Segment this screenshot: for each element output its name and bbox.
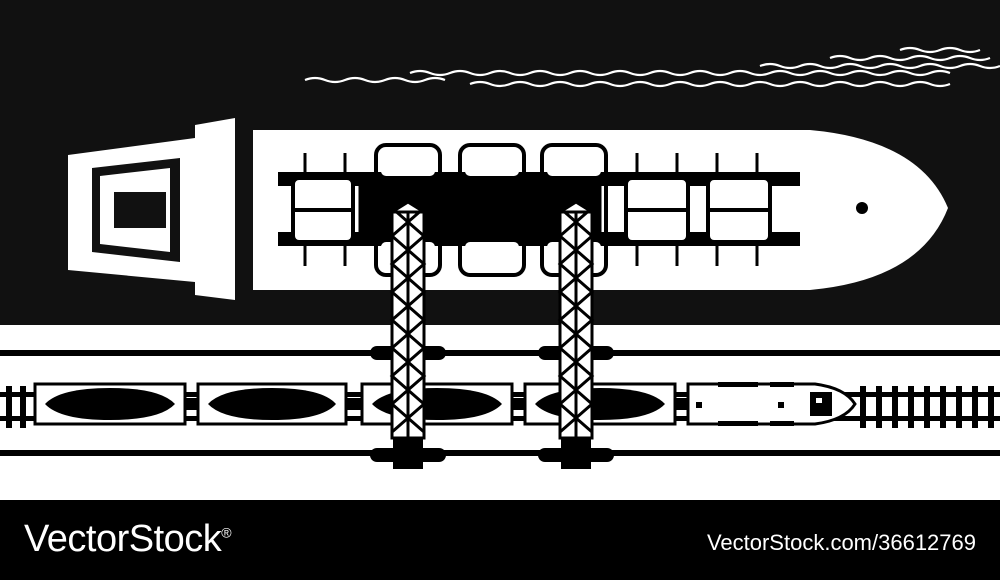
quay-lines (0, 350, 1000, 456)
image-id-text: VectorStock.com/36612769 (706, 530, 976, 555)
port-illustration (0, 0, 1000, 469)
vectorstock-logo-text: VectorStock (24, 518, 222, 560)
ship-containers (291, 176, 772, 244)
watermark-footer: VectorStock® VectorStock.com/36612769 (0, 500, 1000, 580)
locomotive (686, 382, 857, 426)
registered-mark: ® (221, 524, 232, 541)
freight-wagons (33, 382, 688, 426)
ship-stern (68, 118, 235, 300)
waves (304, 46, 1000, 88)
port-crane-right (538, 200, 614, 469)
ship-bow-marker (856, 202, 868, 214)
port-crane-left (370, 200, 446, 469)
vectorstock-logo: VectorStock® (24, 518, 232, 561)
